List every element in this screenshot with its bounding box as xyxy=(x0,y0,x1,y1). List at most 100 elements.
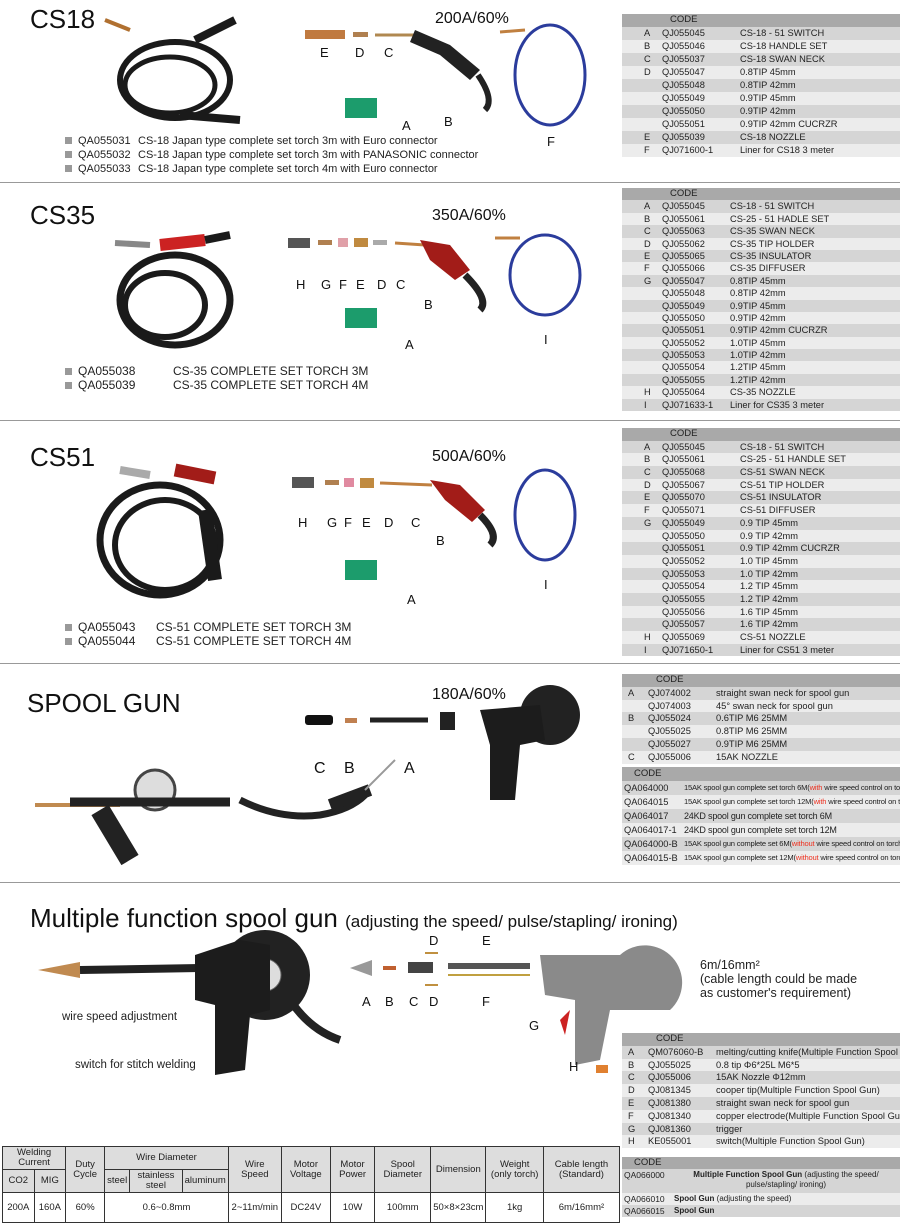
part-label: A xyxy=(402,118,411,133)
part-label: C xyxy=(409,994,419,1009)
cs18-torch-image xyxy=(104,16,241,124)
part-letter: D xyxy=(628,1085,635,1096)
spec-table: Welding Current Duty Cycle Wire Diameter… xyxy=(1,1146,621,1223)
part-label: D xyxy=(384,515,394,530)
part-desc: CS-51 TIP HOLDER xyxy=(740,479,825,490)
th-co2: CO2 xyxy=(2,1169,35,1193)
part-letter: D xyxy=(644,67,651,77)
part-code: QJ055045 xyxy=(662,201,705,212)
part-letter: C xyxy=(628,1072,635,1083)
part-code: QJ055070 xyxy=(662,492,705,503)
part-code: QJ055056 xyxy=(662,606,705,617)
table-header: CODE xyxy=(622,1157,900,1169)
part-desc: CS-18 - 51 SWITCH xyxy=(730,201,815,212)
th-duty: Duty Cycle xyxy=(65,1146,106,1193)
th-aluminum: aluminum xyxy=(181,1169,229,1193)
part-code: QJ055025 xyxy=(648,1059,691,1070)
set-code: QA064017 xyxy=(624,811,669,821)
part-desc: 1.6 TIP 42mm xyxy=(740,619,799,630)
part-desc: CS-18 HANDLE SET xyxy=(740,41,828,51)
part-label: B xyxy=(385,994,394,1009)
part-letter: F xyxy=(644,505,650,516)
part-desc: CS-25 - 51 HANDLE SET xyxy=(740,454,846,465)
part-code: QJ055061 xyxy=(662,213,705,224)
part-label: E xyxy=(320,45,329,60)
part-letter: H xyxy=(644,632,651,642)
cs51-rating: 500A/60% xyxy=(432,448,506,465)
part-desc: CS-18 NOZZLE xyxy=(740,132,806,142)
part-label: E xyxy=(362,515,371,530)
th-motor-voltage: Motor Voltage xyxy=(280,1146,331,1193)
set-code: QA066015 xyxy=(624,1206,665,1216)
part-label: G xyxy=(529,1018,540,1033)
table-header: CODE xyxy=(622,674,900,687)
part-code: QJ055061 xyxy=(662,454,705,465)
part-label: B xyxy=(436,533,445,548)
part-desc: CS-35 DIFFUSER xyxy=(730,263,806,274)
th-welding-current: Welding Current xyxy=(1,1146,67,1170)
section-divider xyxy=(0,882,900,883)
part-desc: straight swan neck for spool gun xyxy=(716,687,850,698)
part-desc: 0.9TIP 42mm CUCRZR xyxy=(730,325,828,336)
part-label: B xyxy=(424,297,433,312)
part-code: QJ081360 xyxy=(648,1123,691,1134)
cs51-parts-image xyxy=(292,468,577,580)
val-motor-power: 10W xyxy=(329,1192,376,1223)
cs35-rating: 350A/60% xyxy=(432,207,506,224)
part-code: QJ055051 xyxy=(662,543,705,554)
code-header: CODE xyxy=(670,428,698,439)
val-duty: 60% xyxy=(65,1192,106,1223)
part-desc: CS-18 SWAN NECK xyxy=(740,54,825,64)
part-code: QJ055037 xyxy=(662,54,705,64)
part-desc: Liner for CS35 3 meter xyxy=(730,399,825,410)
part-code: QJ055049 xyxy=(662,93,705,103)
part-desc: 1.6 TIP 45mm xyxy=(740,606,799,617)
part-label: F xyxy=(482,994,490,1009)
part-desc: 1.2TIP 45mm xyxy=(730,362,786,373)
part-letter: A xyxy=(644,201,651,212)
set-code: QA066010 xyxy=(624,1194,665,1204)
part-desc: 0.9 TIP 42mm xyxy=(740,530,799,541)
model-desc: CS-18 Japan type complete set torch 3m w… xyxy=(138,135,438,147)
part-code: QM076060-B xyxy=(648,1046,704,1057)
part-desc: cooper tip(Multiple Function Spool Gun) xyxy=(716,1085,880,1096)
th-stainless: stainless steel xyxy=(129,1169,183,1193)
part-desc: 0.9TIP 42mm CUCRZR xyxy=(740,119,838,129)
part-desc: 0.9TIP 45mm xyxy=(730,300,786,311)
part-code: QJ055049 xyxy=(662,517,705,528)
part-letter: H xyxy=(644,387,651,398)
cable-note: (cable length could be made as customer'… xyxy=(700,972,858,1000)
part-letter: G xyxy=(644,517,652,528)
model-code: QA055032 xyxy=(78,149,131,161)
part-desc: CS-18 - 51 SWITCH xyxy=(740,441,825,452)
model-desc: CS-35 COMPLETE SET TORCH 4M xyxy=(173,378,369,392)
part-code: QJ055067 xyxy=(662,479,705,490)
part-desc: 0.8TIP 45mm xyxy=(740,67,796,77)
model-code: QA055038 xyxy=(78,364,136,378)
part-desc: 45° swan neck for spool gun xyxy=(716,700,833,711)
part-desc: switch(Multiple Function Spool Gun) xyxy=(716,1136,865,1147)
part-label: E xyxy=(482,933,491,948)
part-desc: CS-35 TIP HOLDER xyxy=(730,238,815,249)
part-label: G xyxy=(327,515,338,530)
part-letter: E xyxy=(644,492,651,503)
part-label: B xyxy=(444,114,453,129)
part-label: E xyxy=(356,277,365,292)
code-header: CODE xyxy=(670,14,698,25)
part-code: QJ055047 xyxy=(662,67,705,77)
part-letter: C xyxy=(644,226,651,237)
